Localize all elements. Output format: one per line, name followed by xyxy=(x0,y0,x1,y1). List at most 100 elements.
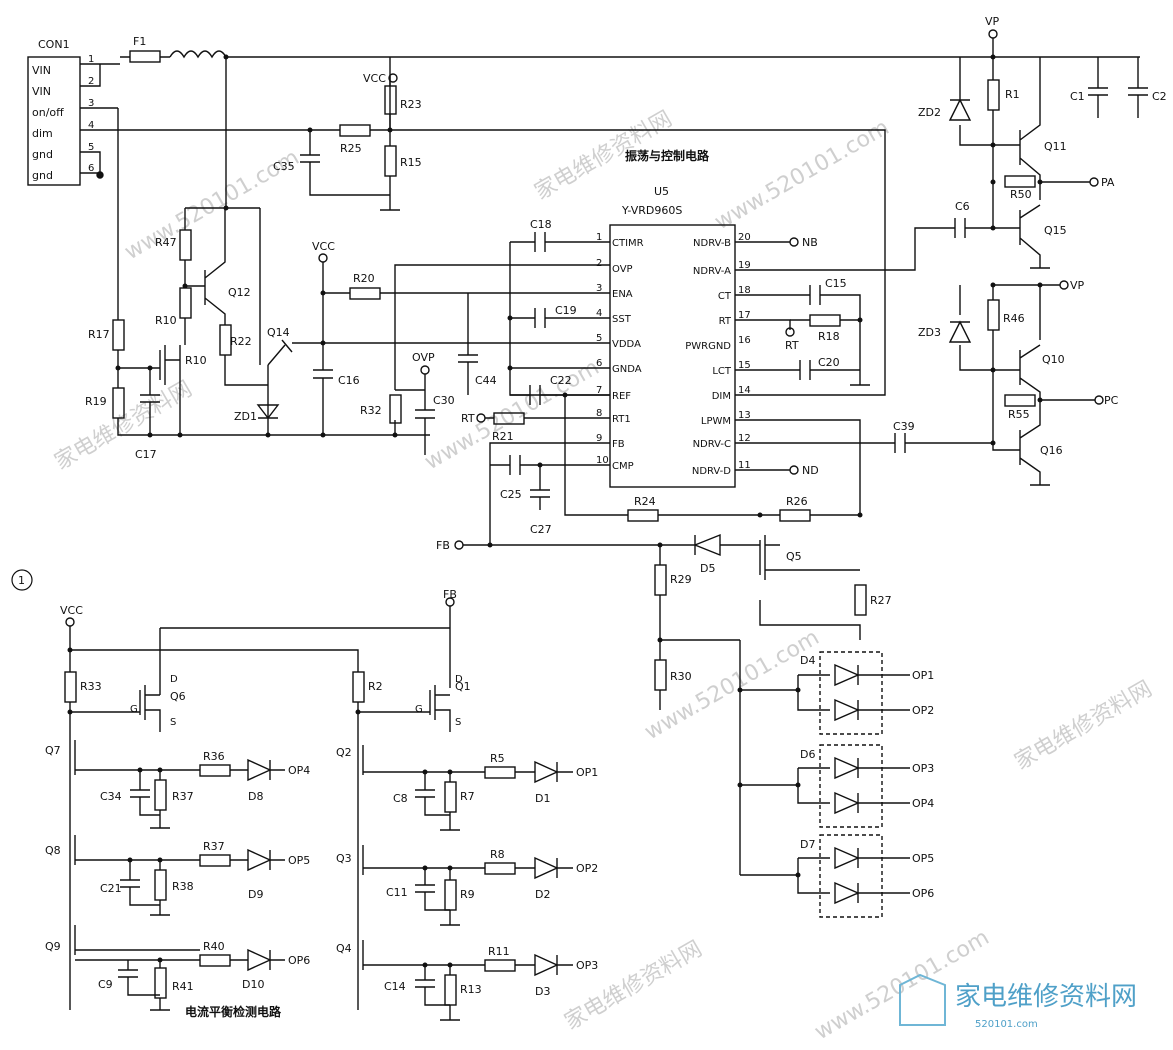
ic-ref: U5 xyxy=(654,185,669,198)
ic-pin-name-left-8: RT1 xyxy=(612,414,631,425)
ic-pin-name-right-17: RT xyxy=(719,316,732,327)
resistor-r20 xyxy=(349,287,381,300)
ic-pin-num-left-8: 8 xyxy=(596,408,602,419)
watermark-layer: www.520101.com www.520101.com www.520101… xyxy=(51,107,1157,1046)
label-c16: C16 xyxy=(338,374,360,387)
q9-rc xyxy=(75,959,200,1011)
resistor-r46 xyxy=(987,299,1000,331)
label-c2: C2 xyxy=(1152,90,1167,103)
resistor-r33 xyxy=(64,671,77,703)
label-q6: Q6 xyxy=(170,690,186,703)
resistor-r7 xyxy=(444,781,457,813)
resistor-r50 xyxy=(1004,175,1036,188)
q5-network xyxy=(759,514,861,640)
watermark-site-4: www.520101.com xyxy=(711,115,894,235)
resistor-r55 xyxy=(1004,394,1036,407)
label-c27: C27 xyxy=(530,523,552,536)
label-q15: Q15 xyxy=(1044,224,1067,237)
resistor-r5 xyxy=(484,766,516,779)
con-pin4-label: dim xyxy=(32,127,53,140)
net-nd: ND xyxy=(802,464,819,477)
label-r40: R40 xyxy=(203,940,225,953)
ic-part: Y-VRD960S xyxy=(621,204,682,217)
label-q11: Q11 xyxy=(1044,140,1067,153)
label-r2: R2 xyxy=(368,680,383,693)
resistor-r19 xyxy=(112,387,125,419)
label-r10a: R10 xyxy=(155,314,177,327)
ic-pin-name-left-2: OVP xyxy=(612,264,633,275)
logo-url-text: 520101.com xyxy=(975,1019,1038,1030)
net-op3-mid: OP3 xyxy=(576,959,598,972)
ic-pin-name-right-15: LCT xyxy=(712,366,732,377)
label-q14: Q14 xyxy=(267,326,290,339)
label-r5: R5 xyxy=(490,752,505,765)
connector-gnd-dot xyxy=(96,171,104,179)
junction-dots xyxy=(67,54,1043,968)
resistor-r32 xyxy=(389,394,402,424)
fb-terminal-mid xyxy=(454,540,464,550)
label-d1: D1 xyxy=(535,792,550,805)
zener-zd2 xyxy=(948,98,972,121)
label-r46: R46 xyxy=(1003,312,1025,325)
fet-q1 xyxy=(358,685,451,732)
label-r32: R32 xyxy=(360,404,382,417)
ic-pin-num-left-5: 5 xyxy=(596,333,602,344)
ic-pin-num-right-20: 20 xyxy=(738,232,751,243)
vcc-terminal-top xyxy=(388,73,398,83)
connector-body xyxy=(27,56,81,186)
watermark-site-3: www.520101.com xyxy=(641,625,824,745)
con-pin6-num: 6 xyxy=(88,163,94,174)
ic-pin-name-right-12: NDRV-C xyxy=(693,439,731,450)
resistor-r40 xyxy=(199,954,231,967)
c17-network xyxy=(118,367,160,435)
label-q1-d: D xyxy=(455,674,463,685)
label-r8: R8 xyxy=(490,848,505,861)
ic-right-nets xyxy=(735,227,955,515)
net-vcc-1: VCC xyxy=(363,72,386,85)
page-marker-number: 1 xyxy=(18,574,25,587)
ic-pin-num-right-13: 13 xyxy=(738,410,751,421)
net-op5-left: OP5 xyxy=(288,854,310,867)
label-r25: R25 xyxy=(340,142,362,155)
c18-ctimr xyxy=(509,232,610,396)
label-c15: C15 xyxy=(825,277,847,290)
label-q16: Q16 xyxy=(1040,444,1063,457)
ic-pin-num-left-1: 1 xyxy=(596,232,602,243)
net-op2-right: OP2 xyxy=(912,704,934,717)
resistor-r15 xyxy=(384,145,397,177)
resistor-r9 xyxy=(444,879,457,911)
q2-rc xyxy=(415,772,460,831)
net-op1-right: OP1 xyxy=(912,669,934,682)
label-q9: Q9 xyxy=(45,940,61,953)
con-pin3-num: 3 xyxy=(88,98,94,109)
ic-pin-num-right-19: 19 xyxy=(738,260,751,271)
net-op2-mid: OP2 xyxy=(576,862,598,875)
ic-pin-num-right-12: 12 xyxy=(738,433,751,444)
ic-pin-name-left-4: SST xyxy=(612,314,632,325)
resistor-r18 xyxy=(809,314,841,327)
label-q8: Q8 xyxy=(45,844,61,857)
transistor-q12 xyxy=(204,208,226,325)
ic-pin-num-left-6: 6 xyxy=(596,358,602,369)
label-r50: R50 xyxy=(1010,188,1032,201)
label-c11: C11 xyxy=(386,886,408,899)
zener-zd3 xyxy=(948,320,972,343)
label-c9: C9 xyxy=(98,978,113,991)
nb-terminal xyxy=(789,237,799,247)
ic-pin-name-left-9: FB xyxy=(612,439,625,450)
label-r1: R1 xyxy=(1005,88,1020,101)
capacitor-c39 xyxy=(894,433,993,453)
pa-terminal xyxy=(1089,177,1099,187)
diode-d1 xyxy=(515,760,573,784)
ic-pin-num-right-18: 18 xyxy=(738,285,751,296)
con-pin3-label: on/off xyxy=(32,106,64,119)
label-q7: Q7 xyxy=(45,744,61,757)
fb-cmp-net xyxy=(489,442,610,545)
label-r47: R47 xyxy=(155,236,177,249)
label-d9: D9 xyxy=(248,888,263,901)
capacitors-c1-c2 xyxy=(1088,57,1148,118)
net-ovp: OVP xyxy=(412,351,435,364)
label-r13: R13 xyxy=(460,983,482,996)
label-d8: D8 xyxy=(248,790,263,803)
